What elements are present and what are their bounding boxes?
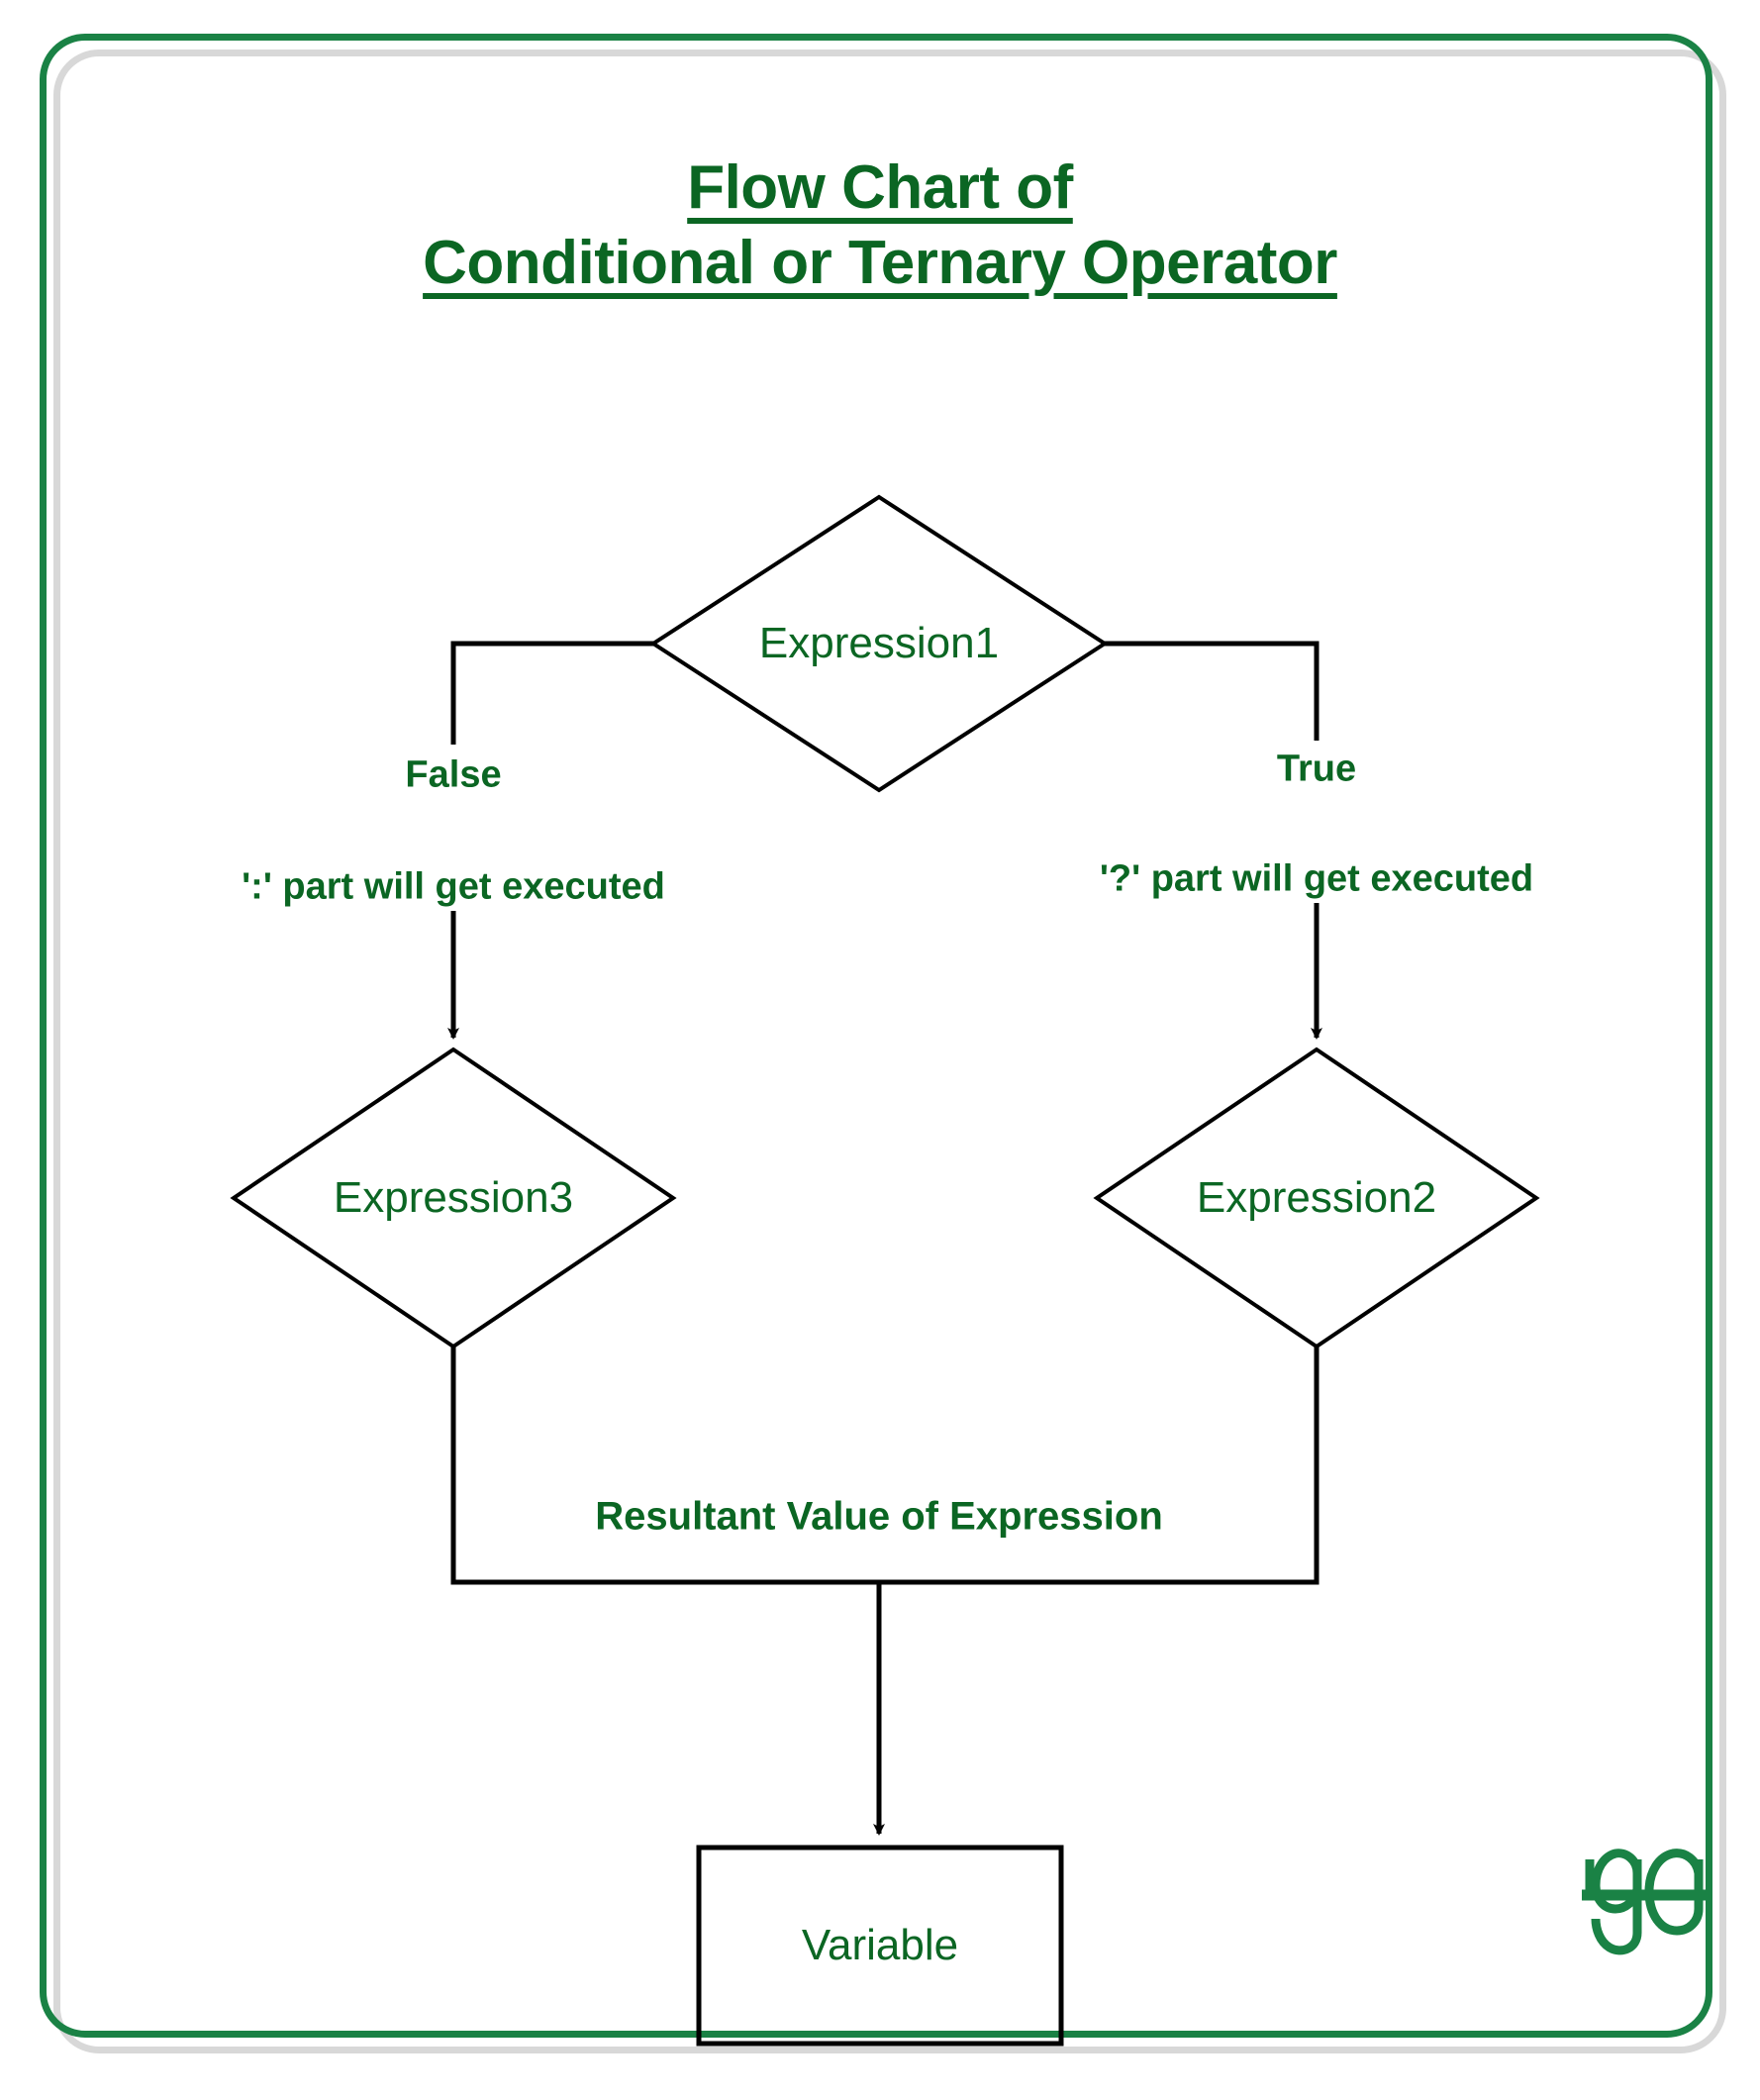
edge-expression1-true [1105,641,1320,741]
page-title: Flow Chart of Conditional or Ternary Ope… [0,150,1760,300]
edge-expression2-to-merge [879,1347,1320,1585]
geeksforgeeks-logo [1582,1849,1711,1955]
edge-expression3-to-merge [450,1347,879,1585]
node-label-expression1: Expression1 [758,619,1000,667]
frame-shadow [53,50,1726,2053]
node-label-expression2: Expression2 [1196,1173,1437,1222]
node-shape-variable [696,1845,1064,2047]
page-title-line-2: Conditional or Ternary Operator [423,228,1337,297]
frame-border [40,34,1712,2038]
edge-label-false: False [405,753,502,796]
node-label-expression3: Expression3 [333,1173,574,1222]
edge-expression1-false [450,641,653,745]
edge-label-true-action: '?' part will get executed [1099,857,1534,900]
edge-label-true: True [1276,748,1357,790]
page-title-line-1: Flow Chart of [687,153,1073,222]
edge-label-resultant-value: Resultant Value of Expression [595,1494,1163,1539]
node-shape-expression1 [649,494,1109,793]
node-label-variable: Variable [801,1921,959,1969]
edge-label-false-action: ':' part will get executed [242,865,665,908]
